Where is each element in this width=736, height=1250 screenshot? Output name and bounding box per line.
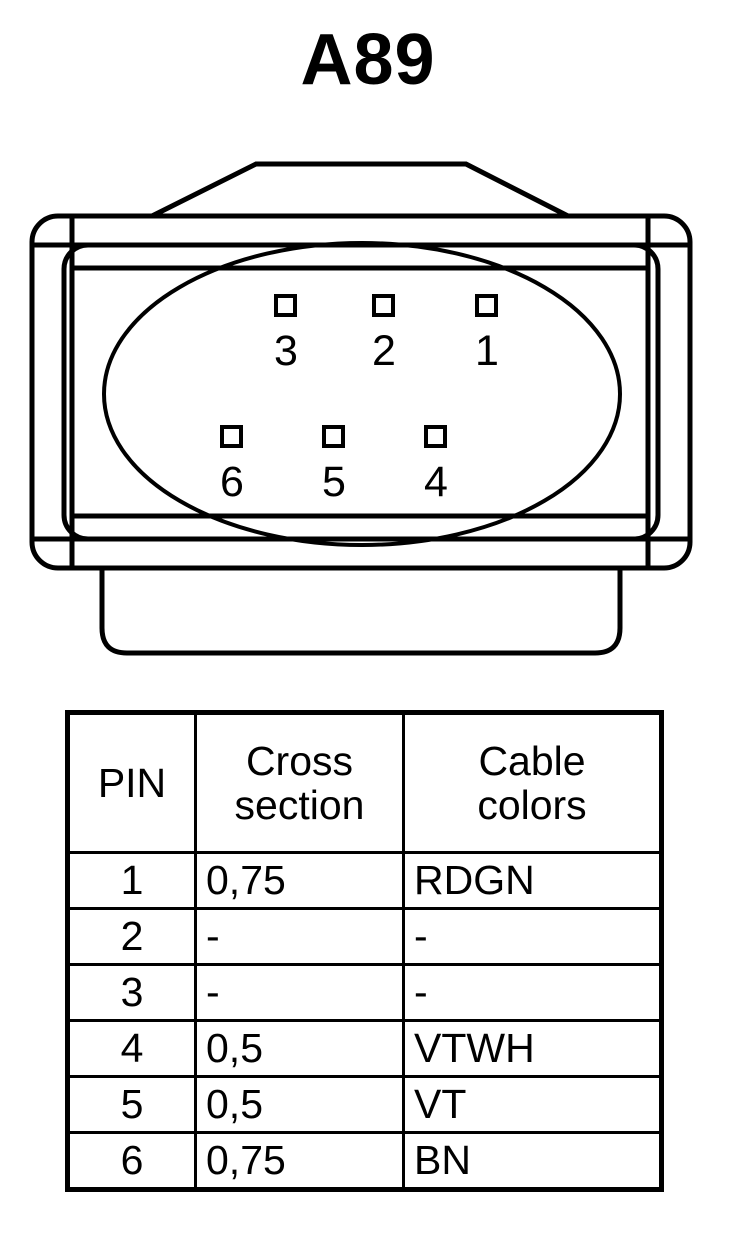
table-row: 4 0,5 VTWH xyxy=(66,1019,663,1078)
header-cross-section-line1: Cross xyxy=(245,737,354,784)
cell-cable-colors: - xyxy=(402,907,663,966)
latch-tab-shape xyxy=(150,161,570,219)
pin-group-5: 5 xyxy=(322,425,346,506)
cell-cable-colors: BN xyxy=(402,1131,663,1191)
pin-assignment-table: PIN Cross section Cable colors 1 0,75 xyxy=(65,710,664,1192)
cell-cross-section: 0,5 xyxy=(194,1019,405,1078)
cell-cross-section: 0,75 xyxy=(194,851,405,910)
connector-face-svg: 3 2 1 6 5 4 xyxy=(29,161,693,656)
cell-cross-section: - xyxy=(194,963,405,1022)
cell-pin: 5 xyxy=(66,1075,197,1134)
header-cross-section-line2: section xyxy=(234,782,365,828)
pin-number-6: 6 xyxy=(220,458,244,506)
header-cross-section: Cross section xyxy=(194,711,405,854)
cell-cable-colors: RDGN xyxy=(402,851,663,910)
cell-pin: 3 xyxy=(66,963,197,1022)
cell-cable-colors: VTWH xyxy=(402,1019,663,1078)
cell-pin: 2 xyxy=(66,907,197,966)
pin-square-1 xyxy=(475,294,498,317)
cell-cross-section: 0,5 xyxy=(194,1075,405,1134)
pin-cavity-ellipse xyxy=(102,241,622,547)
table-body: 1 0,75 RDGN 2 - - 3 - - 4 0,5 VTWH xyxy=(66,851,663,1191)
cell-cable-colors: VT xyxy=(402,1075,663,1134)
table-row: 6 0,75 BN xyxy=(66,1131,663,1191)
table-header-row: PIN Cross section Cable colors xyxy=(66,711,663,854)
table-row: 3 - - xyxy=(66,963,663,1022)
inner-housing-outline xyxy=(61,242,661,542)
cell-cross-section: 0,75 xyxy=(194,1131,405,1191)
header-cable-colors-line1: Cable xyxy=(478,737,586,784)
table-row: 5 0,5 VT xyxy=(66,1075,663,1134)
pin-number-5: 5 xyxy=(322,458,346,506)
table-row: 1 0,75 RDGN xyxy=(66,851,663,910)
page-title: A89 xyxy=(300,20,436,100)
cell-pin: 6 xyxy=(66,1131,197,1191)
table-header: PIN Cross section Cable colors xyxy=(66,711,663,854)
pin-square-4 xyxy=(424,425,447,448)
pin-group-3: 3 xyxy=(274,294,298,375)
pin-number-4: 4 xyxy=(424,458,448,506)
pin-group-1: 1 xyxy=(475,294,499,375)
pin-number-2: 2 xyxy=(372,327,396,375)
cell-cross-section: - xyxy=(194,907,405,966)
pin-group-2: 2 xyxy=(372,294,396,375)
pin-number-3: 3 xyxy=(274,327,298,375)
pin-square-3 xyxy=(274,294,297,317)
pin-square-5 xyxy=(322,425,345,448)
table-row: 2 - - xyxy=(66,907,663,966)
pin-group-6: 6 xyxy=(220,425,244,506)
outer-housing-outline xyxy=(29,213,693,571)
cell-pin: 1 xyxy=(66,851,197,910)
cell-pin: 4 xyxy=(66,1019,197,1078)
pin-square-2 xyxy=(372,294,395,317)
pin-group-4: 4 xyxy=(424,425,448,506)
header-pin: PIN xyxy=(66,711,197,854)
pin-square-6 xyxy=(220,425,243,448)
cell-cable-colors: - xyxy=(402,963,663,1022)
header-cable-colors-line2: colors xyxy=(477,782,587,828)
bottom-tab-shape xyxy=(99,568,623,656)
header-cable-colors: Cable colors xyxy=(402,711,663,854)
pin-table-container: PIN Cross section Cable colors 1 0,75 xyxy=(65,710,664,1192)
pin-number-1: 1 xyxy=(475,327,499,375)
header-pin-label: PIN xyxy=(97,759,167,806)
connector-diagram: 3 2 1 6 5 4 xyxy=(0,150,736,670)
